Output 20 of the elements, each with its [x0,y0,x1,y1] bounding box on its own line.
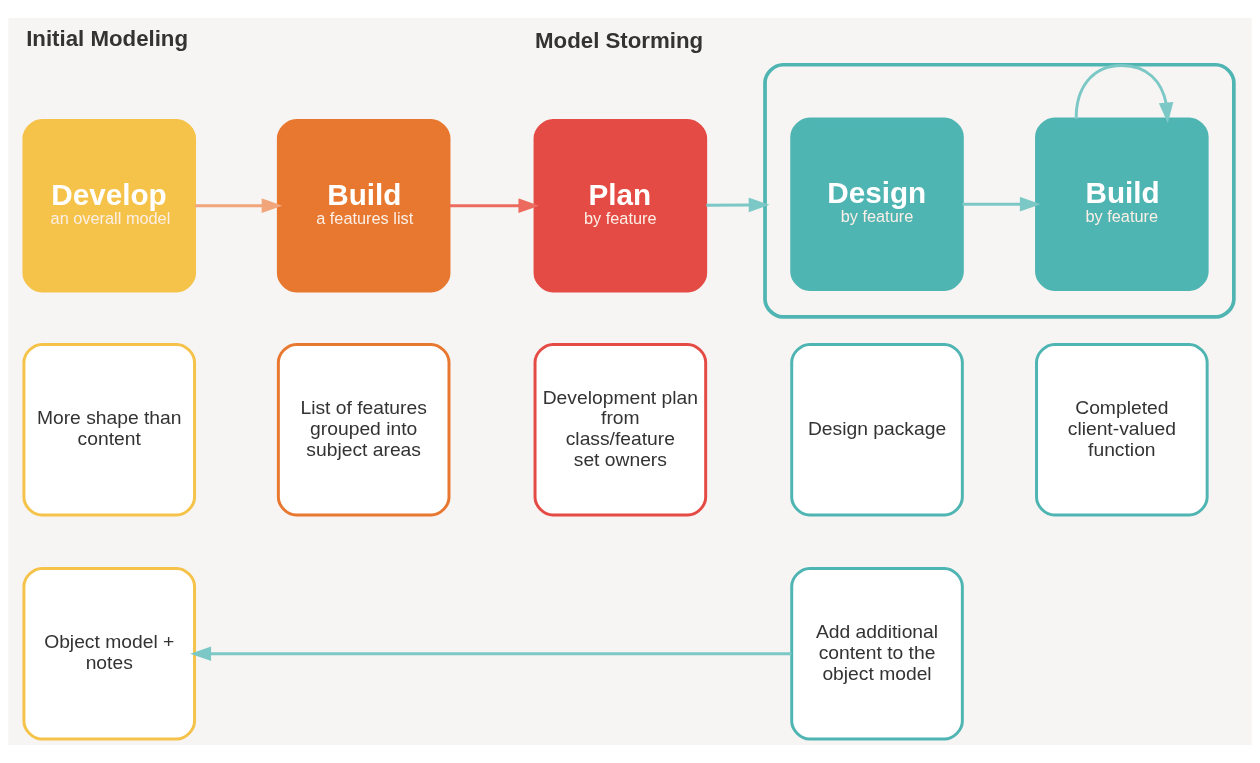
node-box: Build by feature [1035,117,1209,291]
arrow [1074,64,1174,124]
arrow [962,196,1041,212]
node-box: Object model + notes [22,566,197,741]
arrow [449,198,540,213]
node-box: Build a features list [276,118,451,293]
node-box: Develop an overall model [22,118,197,293]
arrow [195,198,283,213]
node-box: Design package [790,342,964,517]
node-box: More shape than content [22,342,197,517]
label: Model Storming [535,27,704,53]
arrow [190,646,792,662]
label: Initial Modeling [26,26,189,52]
node-box: Completed client-valued function [1035,342,1209,517]
node-box: Plan by feature [533,118,708,293]
node-box: Design by feature [790,117,964,291]
node-box: List of features grouped into subject areas [276,342,451,517]
node-box: Development plan from class/feature set owners [533,342,708,517]
arrow [706,197,770,213]
node-box: Add additional content to the object model [790,566,964,741]
